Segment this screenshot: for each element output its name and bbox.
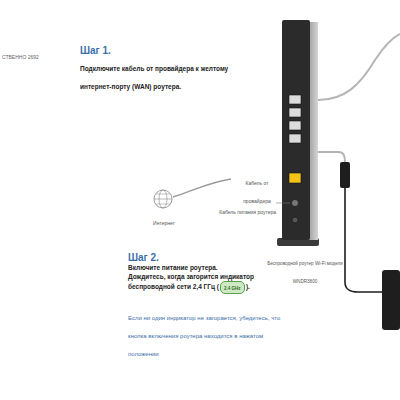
step-text: Включите питание роутера.Дождитесь, когд… — [128, 263, 280, 294]
step-heading: Шаг 1. — [80, 40, 160, 58]
power-adapter — [382, 270, 400, 330]
router-caption: Беспроводной роутер Wi-Fi модели WNDR380… — [262, 251, 348, 287]
router-caption: Беспроводной роутер Wi-Fi модели WNDR380… — [267, 261, 343, 284]
step-heading: Шаг 2. — [128, 252, 159, 263]
ethernet-cable — [318, 34, 400, 100]
indicator-label: 2.4 GHz — [224, 286, 241, 291]
power-leader — [276, 203, 290, 204]
provider-cable — [173, 179, 231, 197]
cable-label: Кабель от провайдера — [243, 180, 271, 204]
power-label: Кабель питания роутера — [219, 209, 276, 215]
step-text: Подключите кабель от провайдера к желтом… — [80, 57, 238, 93]
wifi-indicator-icon: 2.4 GHz — [220, 281, 245, 294]
wan-port — [289, 173, 301, 183]
internet-globe — [154, 190, 172, 208]
power-label: Кабель питания роутера — [206, 200, 276, 218]
note-text: Если ни один индикатор не загорается, уб… — [128, 315, 280, 357]
power-jack — [292, 200, 299, 207]
power-plug — [340, 162, 350, 188]
globe-label: Интернет — [143, 211, 185, 229]
step-heading: Шаг 2. — [128, 247, 208, 265]
step-text: Включите питание роутера. — [128, 263, 280, 272]
power-button — [292, 217, 298, 223]
step-text: Подключите кабель от провайдера к желтом… — [80, 65, 228, 90]
page-header: СТВЕННО 2692 — [2, 45, 62, 63]
lan-ports — [289, 95, 301, 143]
page-header: СТВЕННО 2692 — [2, 54, 39, 60]
router-body — [282, 20, 310, 240]
step-heading: Шаг 1. — [80, 45, 111, 56]
power-cable — [318, 152, 345, 162]
step-text: ). — [246, 283, 250, 290]
power-wire — [345, 188, 382, 292]
note-text: Если ни один индикатор не загорается, уб… — [128, 306, 284, 360]
cable-label: Кабель от провайдера — [234, 171, 280, 207]
globe-label: Интернет — [153, 220, 175, 226]
